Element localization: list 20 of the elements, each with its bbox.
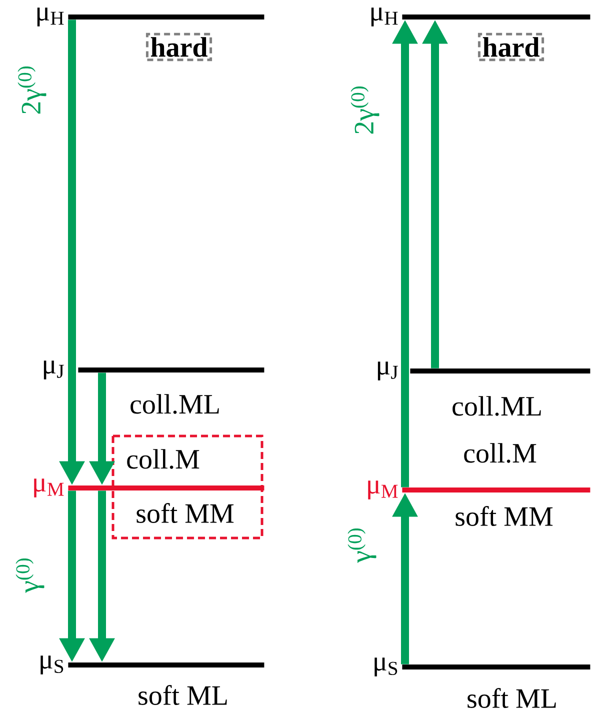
scale-line: μ$_{H}$ <box>371 8 590 26</box>
scale-line: μ$_{S}$ <box>40 656 264 674</box>
edge-label: γ$^{(0)}$ <box>16 558 44 593</box>
scale-line: μ$_{J}$ <box>378 362 590 380</box>
region-label: coll.ML <box>130 394 219 414</box>
dashed-box: coll.M soft MM <box>112 434 264 540</box>
scale-line: μ$_{S}$ <box>374 658 590 676</box>
region-label: soft ML <box>468 688 556 708</box>
region-label: soft ML <box>138 685 227 705</box>
scale-line: μ$_{H}$ <box>37 8 264 26</box>
region-label: soft MM <box>456 506 553 526</box>
scale-line: μ$_{J}$ <box>44 360 264 380</box>
edge-label: 2γ$^{(0)}$ <box>18 66 46 114</box>
scale-line: μ$_{M}$ <box>368 480 590 500</box>
region-label: coll.M <box>464 443 536 463</box>
region-label: coll.ML <box>452 396 541 416</box>
edge-label: γ$^{(0)}$ <box>348 528 376 563</box>
dashed-box: hard <box>478 32 544 62</box>
edge-label: 2γ$^{(0)}$ <box>350 86 380 134</box>
dashed-box: hard <box>146 32 212 62</box>
